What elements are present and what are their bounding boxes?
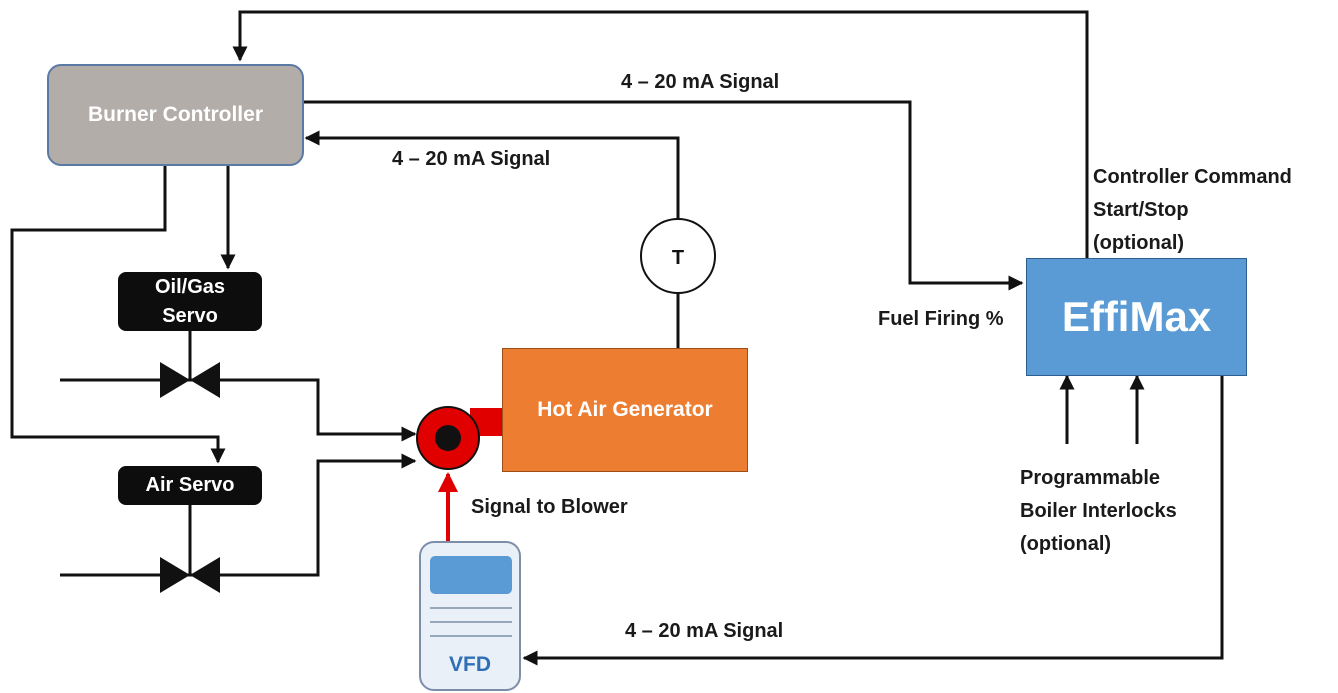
air-servo-box: Air Servo xyxy=(118,466,262,505)
effimax-box: EffiMax xyxy=(1026,258,1247,376)
vfd-label: VFD xyxy=(449,653,491,676)
signal-label-middle: 4 – 20 mA Signal xyxy=(392,148,551,170)
command-line xyxy=(232,10,1089,258)
fuel-firing-label: Fuel Firing % xyxy=(878,308,1004,330)
hot-air-generator-box: Hot Air Generator xyxy=(502,348,748,472)
fuel-valve xyxy=(160,362,220,398)
air-valve xyxy=(160,557,220,593)
signal-to-blower-label: Signal to Blower xyxy=(471,496,628,518)
burner-controller-box: Burner Controller xyxy=(47,64,304,166)
effimax-label: EffiMax xyxy=(1061,293,1212,340)
oil-gas-servo-label: Oil/Gas Servo xyxy=(154,275,226,327)
vfd-signal-line xyxy=(522,376,1224,666)
controller-command-label: Controller Command Start/Stop (optional) xyxy=(1093,166,1292,254)
fuel-pipe xyxy=(60,378,417,442)
temperature-sensor-label: T xyxy=(672,247,684,269)
interlocks-label: Programmable Boiler Interlocks (optional… xyxy=(1020,467,1177,555)
signal-label-bottom: 4 – 20 mA Signal xyxy=(625,620,784,642)
burner-controller-label: Burner Controller xyxy=(87,103,263,126)
fuel-firing-line xyxy=(304,100,1024,291)
hot-air-generator-label: Hot Air Generator xyxy=(537,398,713,421)
temperature-sensor xyxy=(640,218,716,294)
air-servo-label: Air Servo xyxy=(145,474,235,496)
oil-gas-servo-box: Oil/Gas Servo xyxy=(118,272,262,331)
temperature-signal-line xyxy=(304,130,680,232)
vfd-screen xyxy=(430,556,512,594)
air-servo-line xyxy=(10,166,226,464)
signal-label-top: 4 – 20 mA Signal xyxy=(621,71,780,93)
